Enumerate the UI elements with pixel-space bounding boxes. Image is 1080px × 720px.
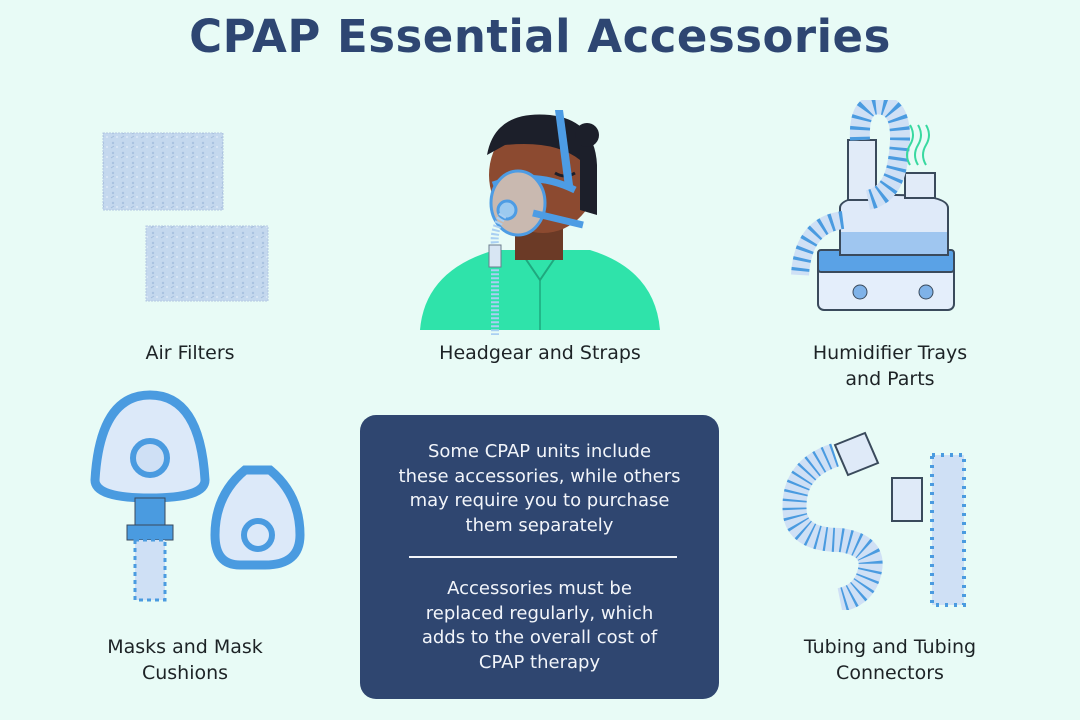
info-paragraph-1: Some CPAP units include these accessorie… (380, 440, 699, 538)
label-line: Connectors (836, 662, 944, 684)
info-paragraph-2: Accessories must be replaced regularly, … (380, 577, 699, 675)
label-headgear-and-straps: Headgear and Straps (439, 342, 641, 364)
label-line: Tubing and Tubing (803, 636, 977, 658)
text-line: adds to the overall cost of (421, 627, 658, 648)
mask-icon (90, 390, 305, 602)
label-line: and Parts (845, 368, 935, 390)
tubing-icon (782, 431, 966, 610)
info-box: Some CPAP units include these accessorie… (360, 415, 719, 699)
text-line: CPAP therapy (478, 651, 601, 673)
label-line: Humidifier Trays (812, 342, 968, 364)
label-tubing-and-tubing-connectors: Tubing and Tubing Connectors (770, 634, 1010, 686)
person-with-cpap-mask-icon (420, 110, 660, 335)
label-line: Cushions (141, 662, 229, 684)
label-air-filters: Air Filters (145, 342, 235, 364)
humidifier-icon (791, 100, 955, 311)
text-line: these accessories, while others (398, 465, 681, 487)
label-humidifier-trays-and-parts: Humidifier Trays and Parts (780, 340, 1000, 392)
page-title: CPAP Essential Accessories (189, 10, 891, 63)
text-line: them separately (465, 514, 614, 536)
text-line: Some CPAP units include (427, 441, 652, 462)
text-line: may require you to purchase (409, 490, 670, 511)
text-line: replaced regularly, which (425, 602, 654, 624)
label-line: Masks and Mask (107, 636, 263, 658)
label-masks-and-mask-cushions: Masks and Mask Cushions (80, 634, 290, 686)
text-line: Accessories must be (447, 578, 632, 599)
divider (409, 556, 677, 558)
air-filter-icon (102, 132, 269, 302)
